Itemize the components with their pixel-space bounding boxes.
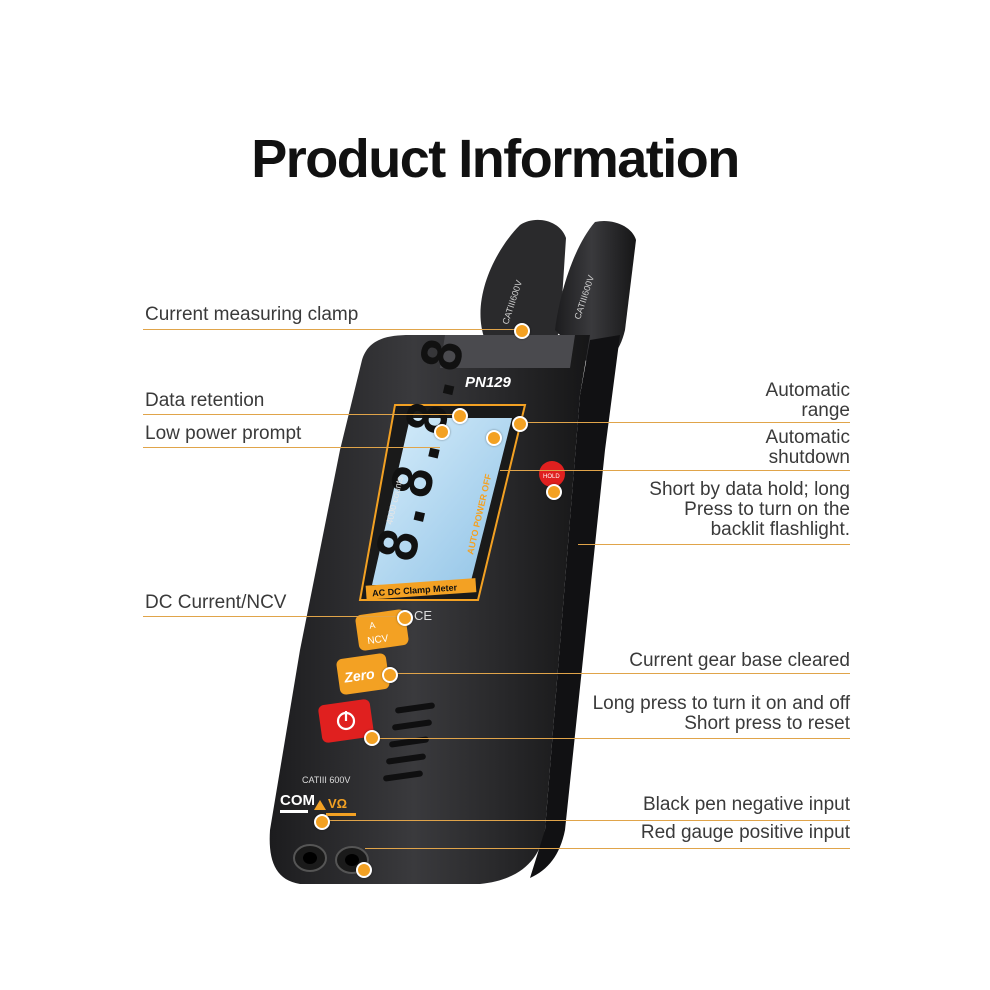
rating-text: CATIII 600V (302, 775, 350, 785)
leader-autoshut (500, 470, 850, 471)
leader-red (365, 848, 850, 849)
svg-text:Zero: Zero (342, 665, 376, 685)
dot-power (364, 730, 380, 746)
clamp-jaw-right (555, 220, 636, 364)
meter-body (269, 335, 590, 884)
dot-hold (546, 484, 562, 500)
callout-clamp: Current measuring clamp (145, 304, 359, 325)
dot-clamp (514, 323, 530, 339)
leader-autorange (520, 422, 850, 423)
dot-data (452, 408, 468, 424)
dot-lowpower (434, 424, 450, 440)
callout-low-power: Low power prompt (145, 423, 302, 444)
svg-text:NCV: NCV (367, 633, 390, 647)
callout-zero: Current gear base cleared (629, 650, 850, 671)
ce-mark: CE (414, 608, 432, 623)
callout-black-pen: Black pen negative input (642, 794, 850, 815)
callout-dc-ncv: DC Current/NCV (145, 592, 287, 613)
callout-red-gauge: Red gauge positive input (640, 822, 850, 843)
grip-ridges (383, 702, 435, 782)
lcd-footer-bar (365, 578, 477, 600)
leader-lowpower (143, 447, 440, 448)
dot-autorange (512, 416, 528, 432)
dot-autoshut (486, 430, 502, 446)
leader-power (370, 738, 850, 739)
leader-hold (578, 544, 850, 545)
power-button (318, 699, 374, 743)
zero-button: Zero (336, 653, 390, 695)
callout-data-retention: Data retention (145, 390, 265, 411)
vohm-label: VΩ (328, 796, 347, 811)
dot-red (356, 862, 372, 878)
dot-zero (382, 667, 398, 683)
svg-text:HOLD: HOLD (543, 474, 560, 480)
dot-dcncv (397, 610, 413, 626)
dc-ncv-button: A NCV (355, 609, 409, 651)
com-label: COM (280, 792, 315, 809)
meter-head (440, 335, 575, 368)
model-label: PN129 (465, 374, 512, 391)
svg-text:A: A (369, 620, 376, 631)
clamp-jaw-left (480, 219, 566, 347)
lcd-screen (372, 418, 512, 585)
page-title: Product Information (251, 129, 740, 189)
leader-clamp (143, 329, 523, 330)
input-ports (293, 844, 369, 874)
leader-black (320, 820, 850, 821)
leader-zero (388, 673, 850, 674)
dot-black (314, 814, 330, 830)
hold-button (539, 461, 565, 487)
leader-dcncv (143, 616, 403, 617)
leader-data (143, 414, 458, 415)
